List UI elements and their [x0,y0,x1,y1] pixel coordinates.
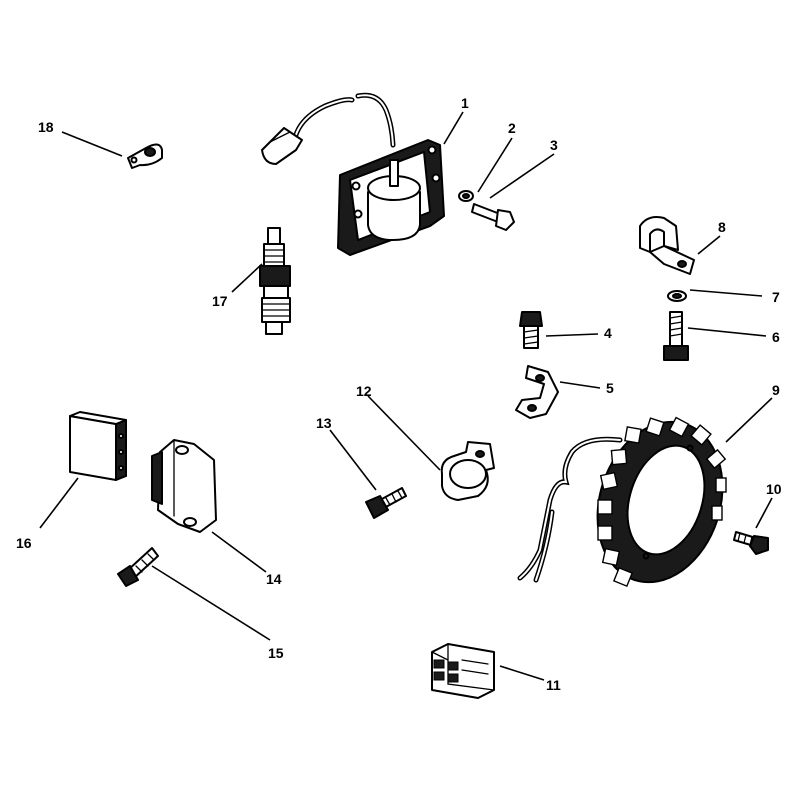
leader-13 [329,429,377,491]
part-5-bracket [515,365,559,419]
callout-7: 7 [772,289,780,305]
callout-labels: 1 2 3 4 5 6 7 8 9 10 11 12 13 14 15 16 1… [16,95,782,693]
callout-11: 11 [546,677,561,693]
callout-14: 14 [266,571,282,587]
callout-8: 8 [718,219,726,235]
part-4-bolt [519,311,543,349]
part-15-screw [117,547,159,587]
callout-4: 4 [604,325,612,341]
part-11-connector [431,643,495,699]
leader-3 [489,153,555,199]
part-16-rectifier [69,411,127,481]
part-17-spark-plug [259,227,291,335]
leader-10 [755,497,773,529]
leader-4 [545,333,599,337]
leader-1 [443,111,464,145]
part-12-cable-clamp [440,441,495,501]
leader-lines [39,111,773,681]
callout-17: 17 [212,293,228,309]
callout-10: 10 [766,481,782,497]
leader-12 [367,395,441,471]
callout-13: 13 [316,415,332,431]
part-18-cable-clamp [127,143,163,169]
part-13-bolt [365,487,407,519]
callout-9: 9 [772,382,780,398]
leader-17 [231,263,263,293]
leader-6 [687,327,767,337]
part-7-washer [667,290,687,302]
part-8-clamp [639,216,695,275]
leader-2 [477,137,513,193]
part-2-washer [458,190,474,202]
callout-3: 3 [550,137,558,153]
part-1-ignition-coil [261,92,445,256]
leader-15 [151,565,271,641]
leader-8 [697,235,721,255]
leader-11 [499,665,545,681]
leader-5 [559,381,601,389]
leader-9 [725,397,773,443]
callout-2: 2 [508,120,516,136]
part-9-stator [517,416,727,588]
callout-16: 16 [16,535,32,551]
callout-5: 5 [606,380,614,396]
leader-16 [39,477,79,529]
callout-6: 6 [772,329,780,345]
part-14-regulator [151,439,217,533]
leader-7 [689,289,763,297]
part-10-screw [733,531,769,555]
part-6-bolt [663,311,689,361]
callout-18: 18 [38,119,54,135]
callout-15: 15 [268,645,284,661]
leader-14 [211,531,267,573]
callout-1: 1 [461,95,469,111]
part-3-bolt [471,203,515,231]
callout-12: 12 [356,383,372,399]
leader-18 [61,131,123,157]
